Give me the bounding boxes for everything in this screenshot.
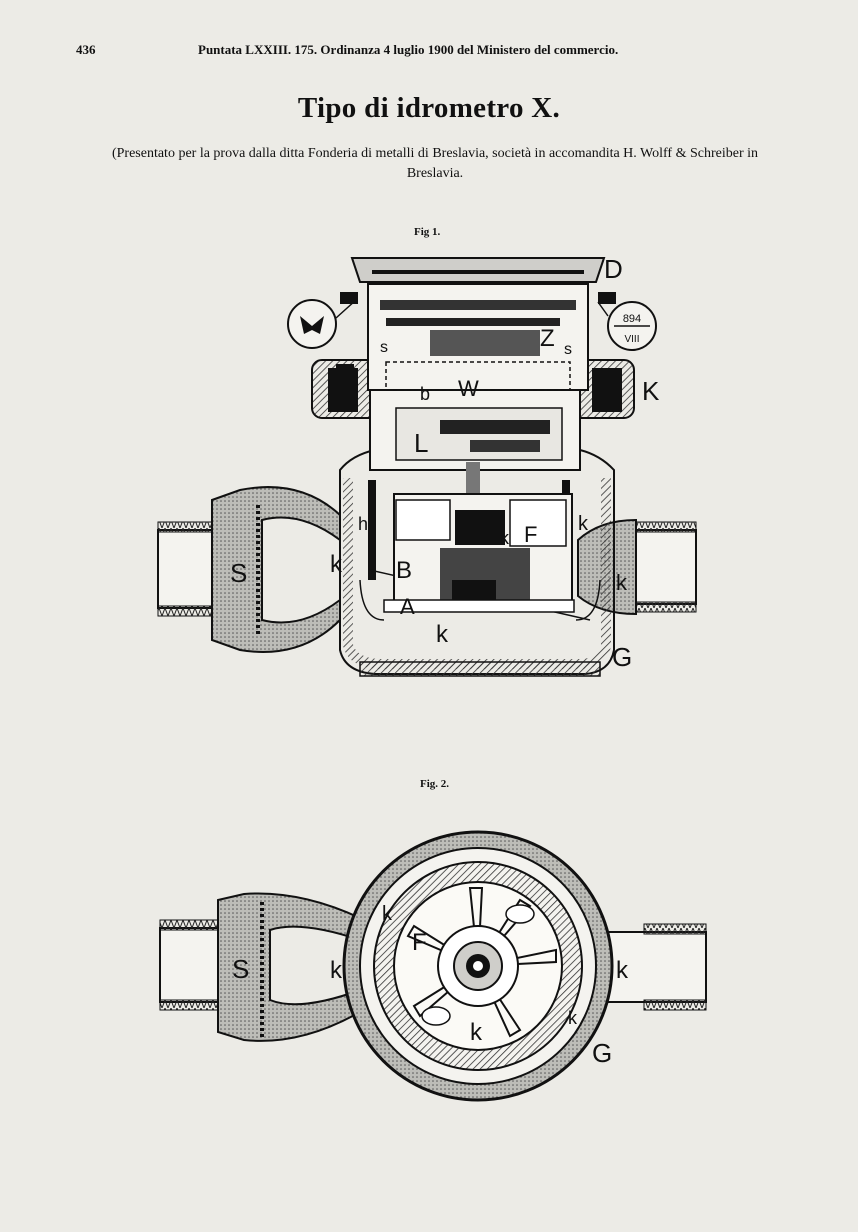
fig1-label-A: A: [400, 594, 415, 619]
fig2-label-k-right: k: [568, 1008, 578, 1028]
fig1-seal-right: 894 VIII: [597, 301, 657, 351]
fig2-label-k3: k: [470, 1019, 483, 1046]
fig1-label-G: G: [612, 642, 632, 672]
fig1-label-b: b: [420, 384, 430, 404]
page-number: 436: [76, 42, 96, 57]
fig1-seal-left: [287, 299, 357, 349]
fig2-label-F: F: [412, 929, 427, 956]
fig1-label-L: L: [414, 428, 428, 458]
fig2-drawing: S k k F k k k G: [159, 830, 707, 1102]
fig2-label-G: G: [592, 1038, 612, 1068]
fig2-label-k1: k: [330, 957, 343, 984]
fig2-label-k-top: k: [382, 903, 393, 925]
running-head: Puntata LXXIII. 175. Ordinanza 4 luglio …: [198, 42, 619, 57]
fig1-label-h: h: [358, 514, 368, 534]
fig1-label-B: B: [396, 557, 412, 584]
fig1-label-F: F: [524, 522, 537, 547]
fig1-inlet-pipe: [157, 486, 341, 653]
fig1-label-D: D: [604, 254, 623, 284]
fig1-label-k2: k: [578, 513, 589, 535]
fig1-label-Z: Z: [540, 325, 555, 352]
page-title: Tipo di idrometro X.: [297, 92, 561, 124]
fig1-label-k-right: k: [616, 570, 628, 595]
seal-roman: VIII: [624, 334, 639, 345]
fig2-inlet-pipe: [159, 892, 361, 1042]
fig1-label-s-right: s: [564, 341, 572, 358]
fig1-drawing: 894 VIII D Z s s W b K L h F k k S k B k…: [157, 254, 697, 677]
fig2-outlet-pipe: [605, 923, 707, 1011]
fig1-label-k-center: k: [500, 528, 510, 548]
fig1-outlet-pipe: [577, 518, 697, 616]
fig1-label-K: K: [642, 376, 660, 406]
fig1-label-s-left: s: [380, 339, 388, 356]
fig2-caption: Fig. 2.: [420, 778, 450, 790]
fig1-chamber: [369, 389, 581, 613]
fig1-label-k-left: k: [330, 551, 343, 578]
fig1-label-W: W: [458, 376, 479, 401]
seal-number: 894: [623, 313, 641, 325]
page-header: 436 Puntata LXXIII. 175. Ordinanza 4 lug…: [72, 42, 772, 62]
fig1-label-k1: k: [436, 621, 449, 648]
fig1-caption: Fig 1.: [414, 226, 441, 238]
fig2-label-S: S: [232, 954, 249, 984]
page-subtitle: (Presentato per la prova dalla ditta Fon…: [111, 146, 759, 181]
fig1-label-S: S: [230, 558, 247, 588]
fig1-register-lid: [336, 257, 616, 391]
fig2-label-k2: k: [616, 957, 629, 984]
